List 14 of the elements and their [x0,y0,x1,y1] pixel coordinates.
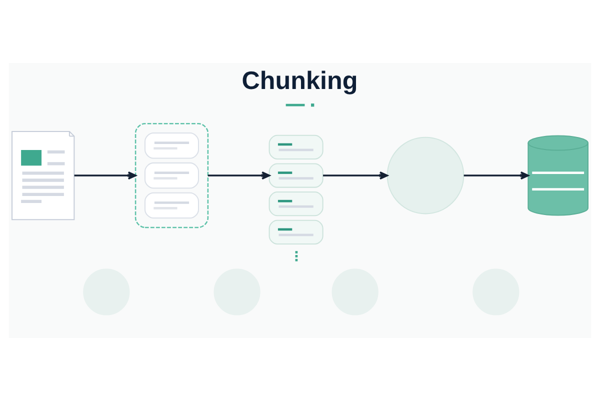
node-circle [386,136,464,214]
node-box [268,219,324,244]
node-box [268,162,324,188]
node-box [268,134,324,159]
cluster [134,122,209,228]
node-box [144,132,200,158]
arrow [74,170,136,180]
arrow [208,170,270,180]
node-box [268,191,324,216]
node-box [144,192,200,218]
node-box [144,162,200,188]
diagram-title: Chunking [242,66,358,95]
arrow [323,170,388,180]
arrow [464,170,529,180]
